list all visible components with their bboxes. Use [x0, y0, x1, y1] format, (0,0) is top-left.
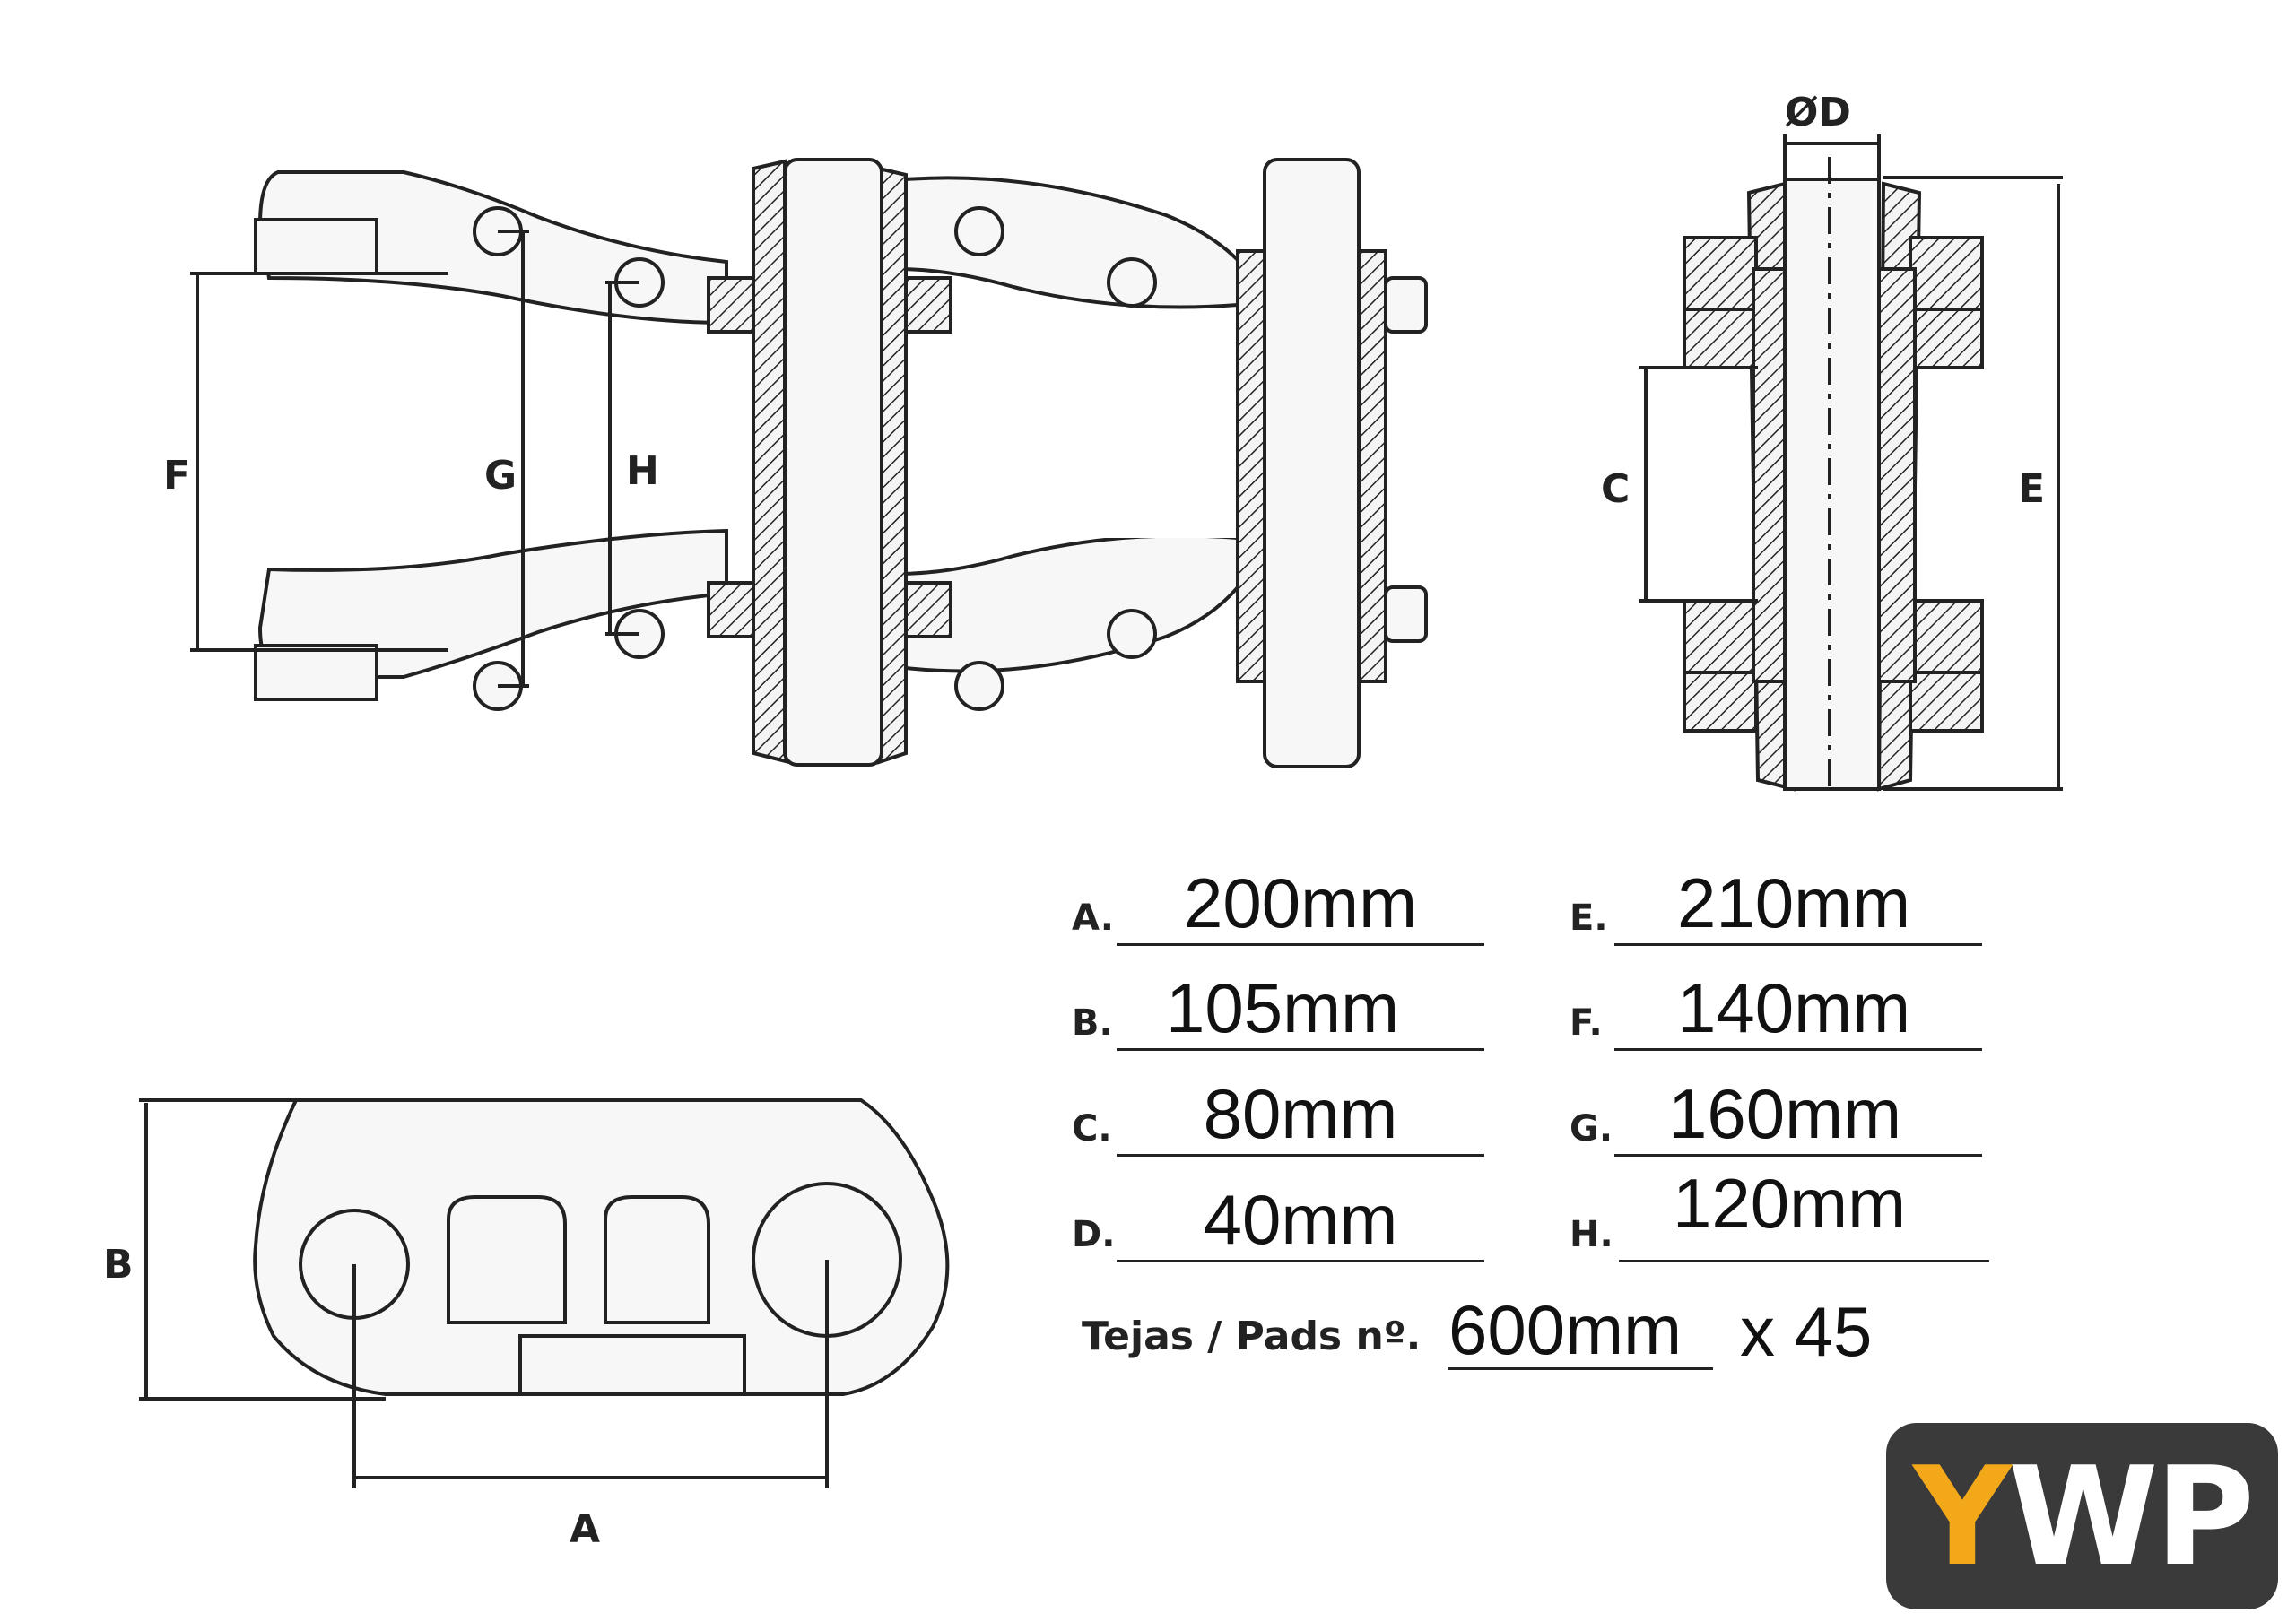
side-block-mr — [1909, 308, 1984, 369]
top-collar-ul — [707, 276, 755, 334]
bottom-window-1 — [447, 1195, 567, 1324]
side-block-ul — [1683, 236, 1758, 316]
side-view — [1683, 178, 1984, 792]
top-view — [254, 158, 1428, 768]
top-hole-8 — [954, 661, 1004, 711]
top-collar-ur — [904, 276, 952, 334]
spec-e: E. 210mm — [1570, 863, 1982, 946]
top-collar-lr — [904, 581, 952, 638]
spec-b-line — [1117, 1048, 1484, 1051]
side-block-ll — [1683, 599, 1758, 679]
spec-a: A. 200mm — [1072, 863, 1484, 946]
top-collar-ll — [707, 581, 755, 638]
spec-c-value: 80mm — [1203, 1074, 1398, 1153]
bottom-shoe — [518, 1334, 746, 1396]
pads-underline — [1448, 1367, 1713, 1370]
spec-f-line — [1614, 1048, 1982, 1051]
label-e: E — [2018, 466, 2045, 512]
bottom-view — [253, 1098, 950, 1396]
spec-d: D. 40mm — [1072, 1180, 1484, 1262]
side-block-lr — [1909, 599, 1984, 679]
spec-a-value: 200mm — [1183, 863, 1418, 942]
label-d: ØD — [1785, 90, 1851, 135]
label-g: G — [484, 453, 517, 499]
side-block-ur — [1909, 236, 1984, 316]
spec-d-letter: D. — [1072, 1214, 1116, 1255]
spec-f-value: 140mm — [1676, 968, 1911, 1047]
side-bush-right — [1877, 267, 1917, 683]
spec-g-value: 160mm — [1667, 1074, 1902, 1153]
spec-g: G. 160mm — [1570, 1074, 1982, 1157]
spec-g-letter: G. — [1570, 1108, 1613, 1149]
bottom-view-dimensions — [139, 1098, 829, 1488]
bottom-window-2 — [604, 1195, 710, 1324]
spec-b-value: 105mm — [1165, 968, 1400, 1047]
top-main-pin — [783, 158, 883, 767]
top-right-stub-upper — [1384, 276, 1428, 334]
side-block-br — [1909, 671, 1984, 733]
label-b: B — [103, 1242, 134, 1288]
pads-value: 600mm — [1448, 1290, 1683, 1369]
side-block-ml — [1683, 308, 1758, 369]
top-view-dimensions — [190, 230, 639, 688]
spec-c: C. 80mm — [1072, 1074, 1484, 1157]
spec-a-line — [1117, 943, 1484, 946]
side-pin — [1783, 178, 1881, 791]
spec-h-line — [1619, 1260, 1989, 1262]
spec-h-value: 120mm — [1672, 1164, 1907, 1243]
label-f: F — [163, 453, 190, 499]
spec-c-line — [1117, 1154, 1484, 1157]
spec-b: B. 105mm — [1072, 968, 1484, 1051]
pads-label: Tejas / Pads nº. — [1082, 1314, 1422, 1359]
side-block-bl — [1683, 671, 1758, 733]
spec-f: F. 140mm — [1570, 968, 1982, 1051]
spec-a-letter: A. — [1072, 898, 1114, 939]
top-link-left-block-upper — [254, 218, 378, 275]
label-h: H — [626, 448, 659, 494]
pads-count: x 45 — [1740, 1292, 1873, 1371]
spec-g-line — [1614, 1154, 1982, 1157]
logo-letters-wp: WP — [2008, 1436, 2255, 1596]
spec-h-letter: H. — [1570, 1214, 1613, 1255]
label-c: C — [1601, 466, 1630, 512]
top-hole-6 — [1107, 257, 1157, 308]
spec-b-letter: B. — [1072, 1002, 1113, 1044]
spec-d-value: 40mm — [1203, 1180, 1398, 1259]
spec-h: H. 120mm — [1570, 1164, 1989, 1262]
top-shaft-area — [897, 341, 1238, 538]
side-view-dimensions — [1639, 134, 2063, 791]
spec-c-letter: C. — [1072, 1108, 1112, 1149]
top-link-left-block-lower — [254, 644, 378, 701]
spec-e-value: 210mm — [1676, 863, 1911, 942]
top-hole-7 — [1107, 609, 1157, 659]
logo-letter-y: Y — [1912, 1436, 2012, 1596]
top-right-pin — [1263, 158, 1361, 768]
spec-e-letter: E. — [1570, 898, 1608, 939]
spec-d-line — [1117, 1260, 1484, 1262]
label-a: A — [570, 1506, 600, 1552]
spec-e-line — [1614, 943, 1982, 946]
spec-f-letter: F. — [1570, 1002, 1603, 1044]
top-hole-5 — [954, 206, 1004, 256]
top-right-stub-lower — [1384, 585, 1428, 643]
